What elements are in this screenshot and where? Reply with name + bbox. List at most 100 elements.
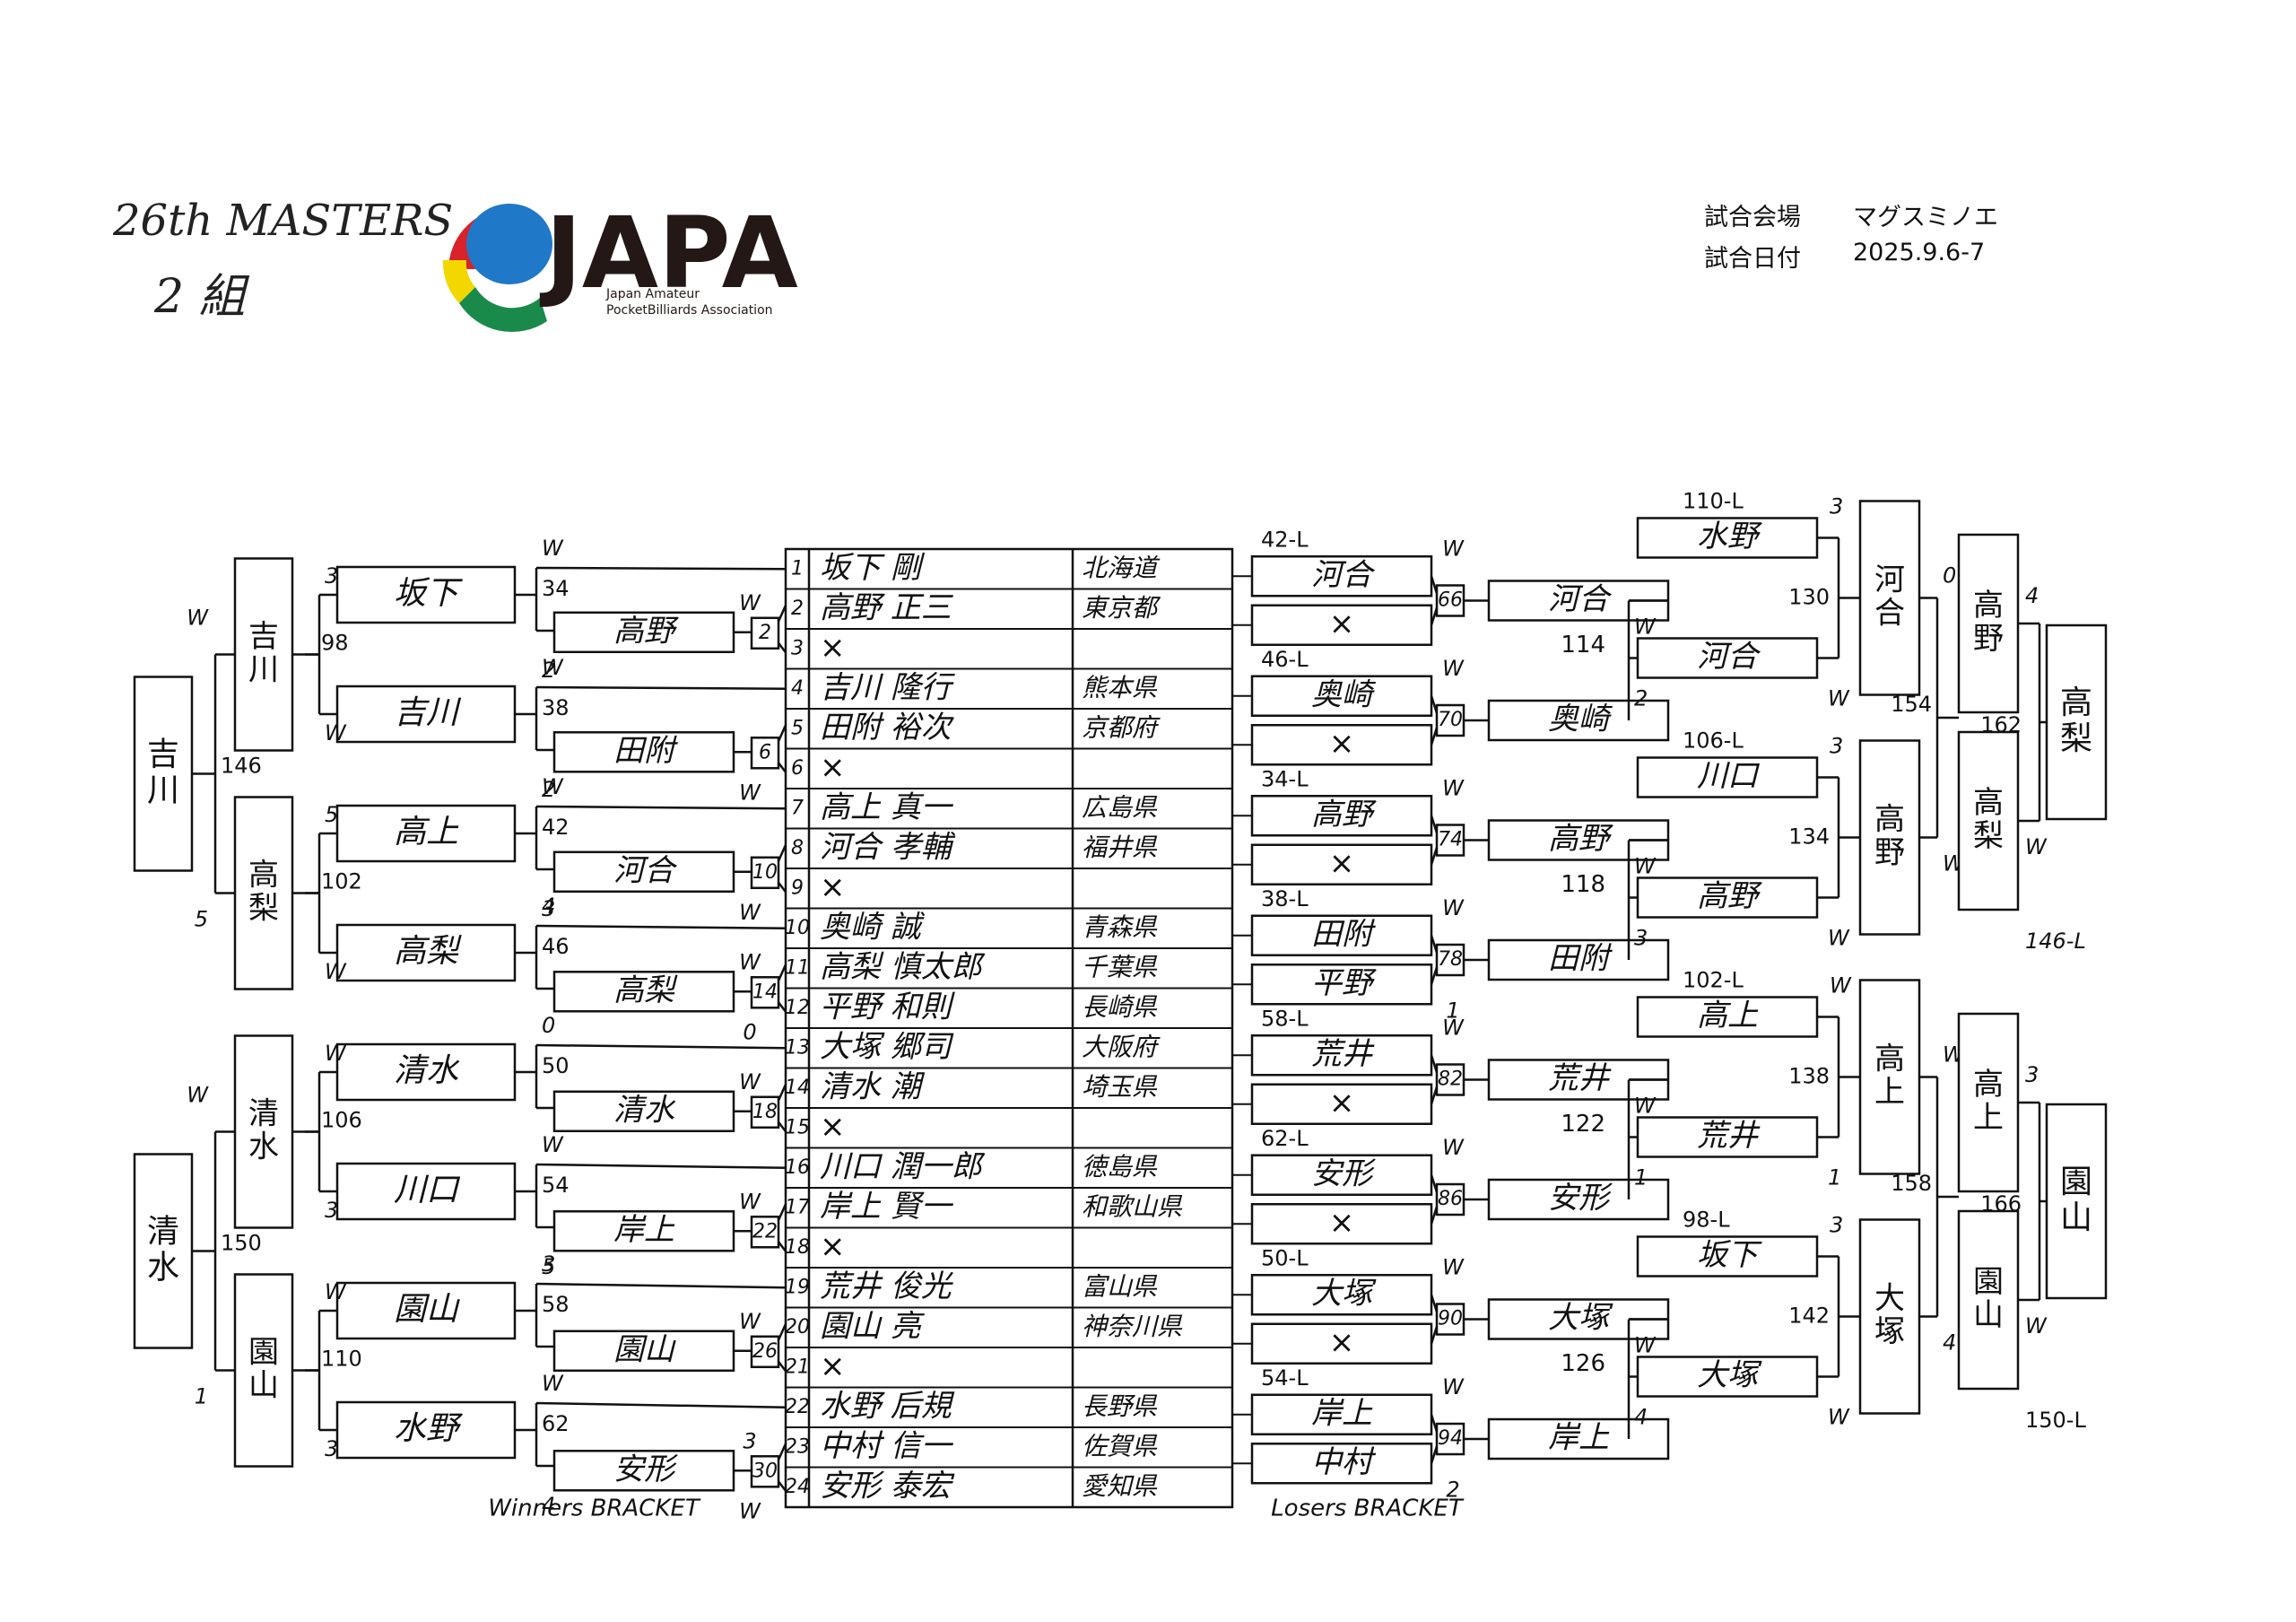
losers-r1-bot-name: 平野: [1311, 965, 1377, 1001]
losers-r3-drop-name: 坂下: [1697, 1237, 1762, 1273]
winners-r1-box: [552, 1090, 735, 1133]
losers-r3-drop-box: [1636, 1235, 1819, 1278]
winners-r4-name-char: 川: [147, 772, 179, 808]
losers-r3-box: [1858, 1218, 1921, 1415]
losers-r1-top-box: [1250, 1034, 1433, 1077]
losers-r3-box: [1858, 500, 1921, 696]
losers-r5-score: W: [2025, 1313, 2048, 1339]
table-row-name: 高上 真一: [820, 789, 954, 825]
winners-r2-score: 4: [542, 1493, 555, 1518]
losers-r1-top-name: 荒井: [1311, 1036, 1375, 1072]
winners-r1-score: W: [739, 1498, 761, 1523]
winners-r3-box: [233, 1273, 294, 1468]
table-row-pref: 愛知県: [1082, 1471, 1158, 1501]
winners-r2-box: [335, 923, 517, 982]
winners-r1-name: 河合: [613, 852, 678, 888]
winners-r4-score: 1: [195, 1384, 208, 1409]
winners-r3-name-char: 高: [248, 857, 279, 893]
finals-name-char: 高: [2060, 685, 2092, 721]
winners-r2-score: W: [542, 1371, 564, 1396]
bracket-line: [1430, 1086, 1439, 1105]
table-row-pref: 熊本県: [1082, 673, 1158, 702]
bracket-line: [1430, 1326, 1439, 1345]
bracket-line: [1430, 1054, 1439, 1073]
table-row-no: 8: [791, 837, 804, 859]
losers-r3-name-char: 大: [1874, 1280, 1905, 1316]
event-title: 26th MASTERS: [113, 196, 454, 246]
losers-r3-drop-name: 高上: [1697, 998, 1759, 1033]
table-row-no: 9: [791, 876, 804, 899]
table-row-name: 水野 后規: [820, 1388, 955, 1424]
winners-r2-match-no: 42: [542, 815, 570, 840]
losers-r1-bot-name: ×: [1329, 1324, 1355, 1360]
losers-r2-box: [1636, 876, 1819, 919]
losers-r3-name-char: 合: [1874, 596, 1905, 632]
losers-r1-score: W: [1442, 775, 1465, 800]
winners-r1-name: 清水: [613, 1092, 676, 1128]
table-row-no: 15: [785, 1116, 810, 1138]
winners-r1-match-no: 14: [752, 981, 778, 1003]
logo-yellow-segment: [442, 260, 475, 303]
losers-r3-match-no: 142: [1788, 1304, 1830, 1329]
losers-r1-top-name: 大塚: [1311, 1276, 1377, 1312]
bracket-line: [777, 1443, 787, 1461]
table-row-name: ×: [820, 1228, 846, 1264]
losers-r1-bot-name: ×: [1329, 726, 1355, 762]
winners-r2-score: 4: [542, 894, 555, 919]
winners-r1-match-no: 2: [759, 622, 771, 644]
losers-r1-top-box: [1250, 1154, 1433, 1196]
winners-r4-name-char: 水: [147, 1249, 179, 1286]
logo-green-segment: [459, 287, 547, 333]
losers-r1-top-name: 岸上: [1311, 1395, 1373, 1431]
losers-r1-winner-name: 荒井: [1548, 1060, 1612, 1096]
table-row-name: 吉川 隆行: [820, 669, 956, 705]
bracket-line: [777, 1084, 787, 1102]
winners-r2-match-no: 58: [542, 1292, 570, 1317]
winners-r1-name: 園山: [613, 1331, 676, 1367]
table-row-name: 田附 裕次: [820, 710, 955, 746]
table-row-pref: 京都府: [1082, 712, 1161, 742]
bracket-line: [1430, 727, 1439, 746]
table-row-name: ×: [820, 630, 846, 666]
table-row-pref: 佐賀県: [1082, 1431, 1158, 1461]
losers-r1-score: W: [1442, 656, 1465, 681]
winners-r2-score: W: [542, 774, 564, 799]
winners-r1-name: 田附: [613, 733, 678, 769]
winners-r2-match-no: 62: [542, 1411, 570, 1436]
winners-r2-name: 高梨: [394, 933, 462, 970]
losers-r1-top-box: [1250, 795, 1433, 837]
table-row-name: ×: [820, 749, 846, 785]
winners-r1-match-no: 30: [752, 1460, 778, 1482]
winners-r2-name: 坂下: [394, 575, 463, 612]
losers-r1-score: W: [1442, 895, 1465, 920]
winners-r3-score: 3: [325, 1436, 338, 1461]
winners-r1-box: [552, 850, 735, 894]
table-row-no: 14: [785, 1077, 810, 1099]
bracket-line: [1430, 575, 1439, 594]
winners-r4-box: [133, 1153, 194, 1349]
winners-r3-box: [233, 557, 294, 752]
losers-r1-match-box: [1435, 943, 1465, 977]
winners-r1-score: W: [739, 780, 761, 805]
losers-r1-top-name: 高野: [1311, 797, 1377, 833]
losers-r3-drop-name: 水野: [1697, 519, 1762, 554]
table-row-name: 川口 潤一郎: [820, 1148, 986, 1184]
losers-r1-top-box: [1250, 1393, 1433, 1435]
table-row-pref: 東京都: [1082, 593, 1161, 623]
winners-bracket-label: Winners BRACKET: [488, 1496, 701, 1522]
losers-r3-drop-from: 106-L: [1683, 728, 1744, 754]
losers-r3-drop-from: 110-L: [1683, 489, 1744, 514]
losers-r1-score: W: [1442, 1135, 1465, 1160]
date-label: 試合日付: [1704, 245, 1801, 273]
losers-r5-bot-name-char: 高: [1973, 785, 2004, 821]
losers-r3-name-char: 高: [1874, 1041, 1905, 1077]
bracket-line: [1430, 1206, 1439, 1225]
losers-r2-score: W: [1634, 1333, 1657, 1358]
winners-r2-box: [335, 565, 517, 624]
winners-r1-match-box: [750, 1095, 780, 1129]
table-row-name: 高梨 慎太郎: [820, 949, 986, 985]
losers-r1-from: 46-L: [1261, 647, 1309, 672]
losers-r3-drop-score: 3: [1830, 734, 1843, 759]
losers-r3-drop-name: 川口: [1697, 758, 1761, 794]
winners-r1-score: 0: [743, 1019, 756, 1044]
